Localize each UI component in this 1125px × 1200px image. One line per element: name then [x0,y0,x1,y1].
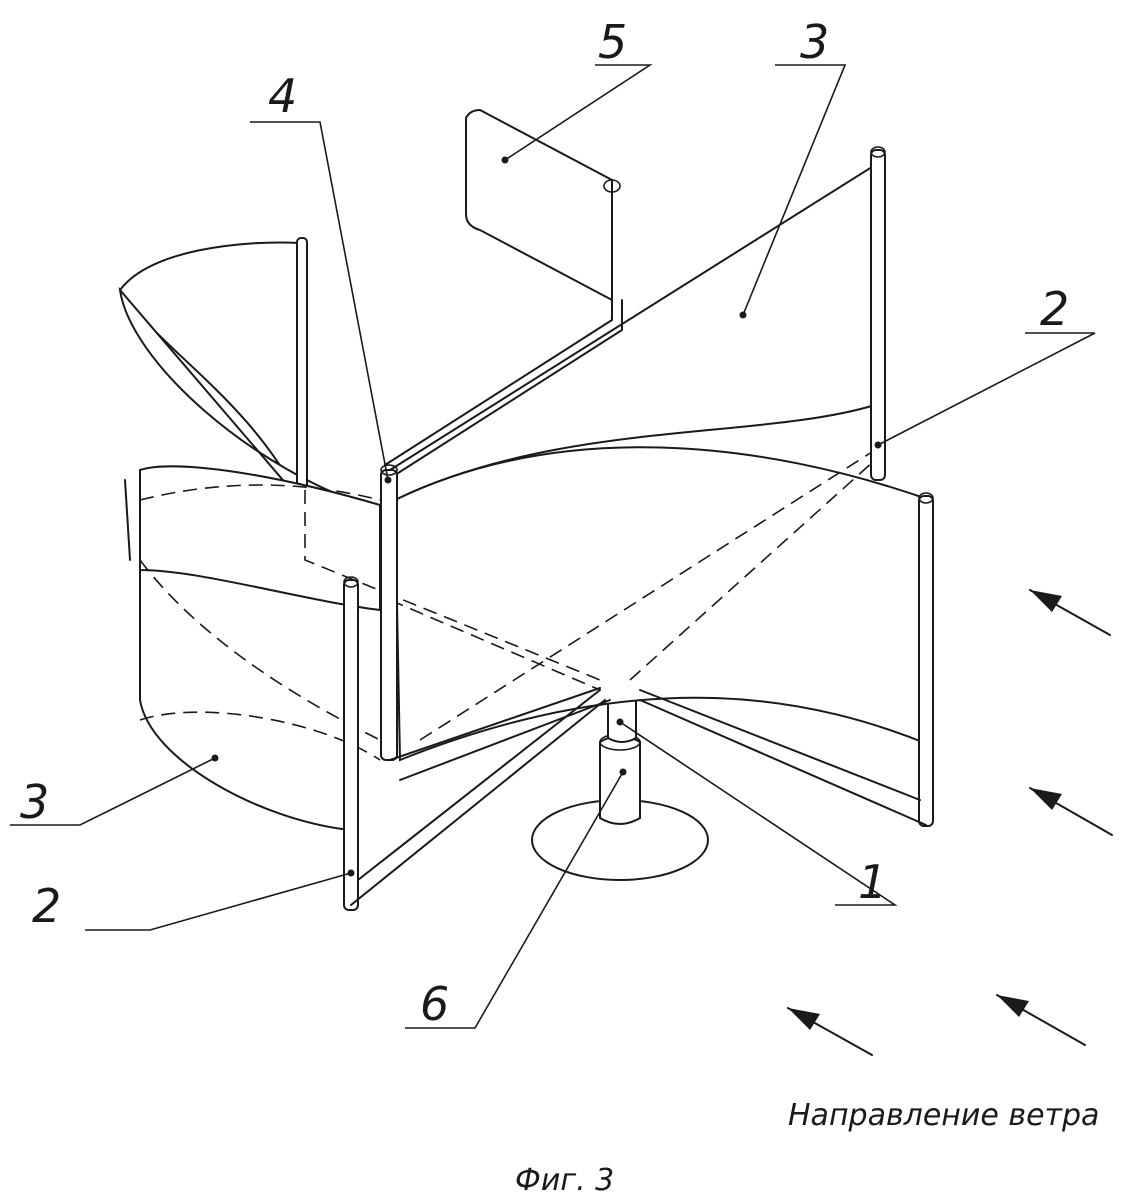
callout-1: 1 [858,855,887,909]
wind-direction-label: Направление ветра [788,1098,1099,1133]
blade-3-lower-right [393,446,931,762]
callout-2-right: 2 [1040,282,1069,336]
frame-rod-right-front [918,495,934,827]
figure-caption: Фиг. 3 [515,1163,614,1198]
callout-5: 5 [598,15,627,69]
callout-6: 6 [420,977,449,1031]
frame-rod-right-back [870,149,886,481]
callout-3-top: 3 [800,15,829,69]
frame-rod-2-left [343,579,359,911]
wind-arrows [787,589,1113,1056]
callout-4: 4 [268,69,297,123]
callout-3-left: 3 [20,775,49,829]
frame-rod-upper-left [296,237,308,494]
frame-rod-4 [380,469,398,761]
callout-2-left: 2 [32,879,61,933]
